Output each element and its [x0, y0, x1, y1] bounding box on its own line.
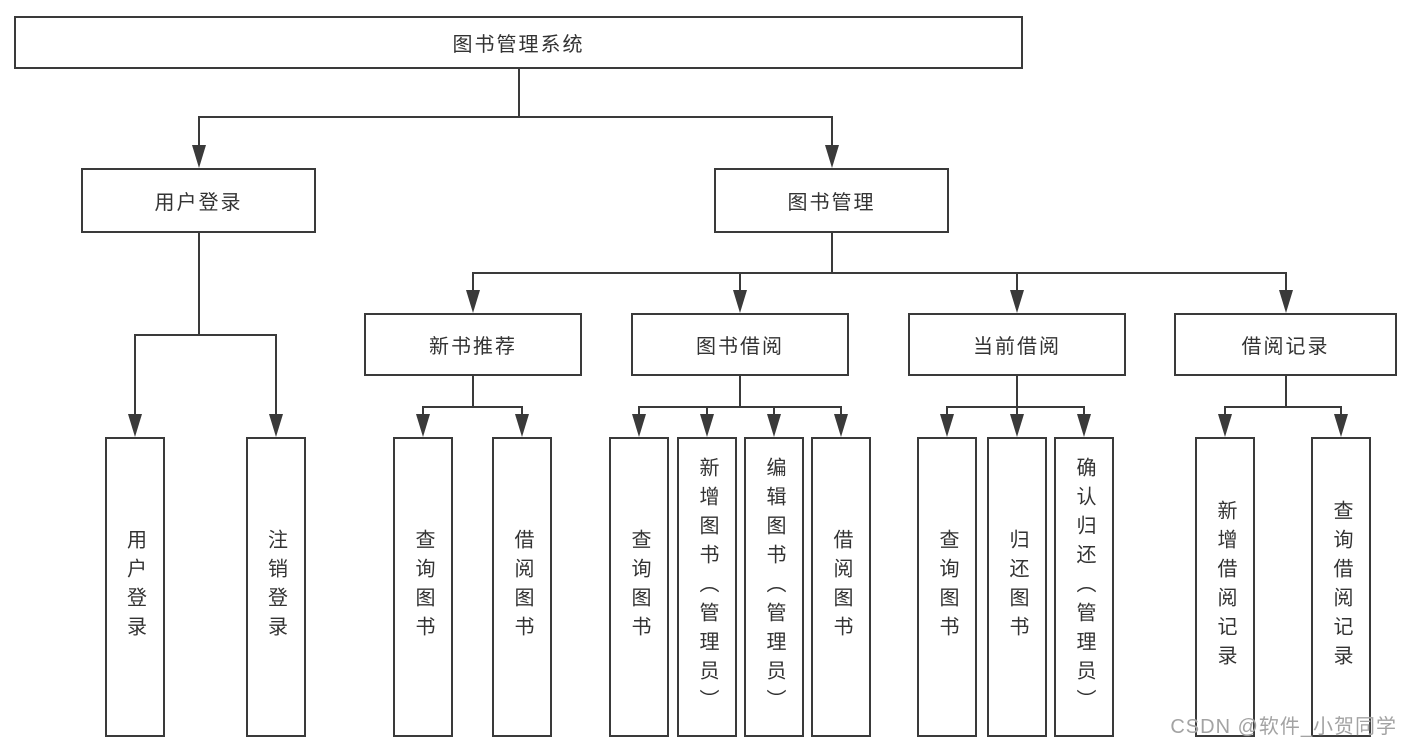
- connector-line: [840, 407, 842, 416]
- connector-line: [197, 117, 200, 147]
- node-book-mgmt: 图书管理: [714, 168, 949, 233]
- arrow-down-icon: [1334, 414, 1348, 437]
- node-label-leaf-borrow-book-2: 借阅图书: [830, 529, 852, 645]
- arrow-down-icon: [268, 414, 283, 437]
- connector-line: [739, 376, 741, 407]
- arrow-down-icon: [767, 414, 781, 437]
- arrow-down-icon: [824, 145, 839, 168]
- node-label-leaf-query-book-1: 查询图书: [412, 529, 434, 645]
- arrow-down-icon: [127, 414, 142, 437]
- node-leaf-query-book-3: 查询图书: [917, 437, 977, 737]
- connector-line: [472, 273, 474, 292]
- connector-line: [422, 407, 424, 416]
- arrow-down-icon: [700, 414, 714, 437]
- node-leaf-logout: 注销登录: [245, 437, 306, 737]
- arrow-down-icon: [834, 414, 848, 437]
- connector-line: [274, 335, 277, 416]
- node-label-user-login: 用户登录: [154, 192, 243, 214]
- node-root: 图书管理系统: [14, 16, 1023, 69]
- connector-line: [1284, 273, 1287, 292]
- connector-line: [472, 272, 1287, 274]
- node-label-book-borrow: 图书借阅: [696, 336, 784, 358]
- connector-line: [1284, 376, 1287, 407]
- arrow-down-icon: [1077, 414, 1091, 437]
- arrow-down-icon: [416, 414, 430, 437]
- arrow-down-icon: [940, 414, 954, 437]
- connector-line: [1224, 407, 1226, 416]
- connector-line: [1016, 273, 1018, 292]
- connector-line: [830, 117, 833, 147]
- node-label-leaf-query-borrow-record: 查询借阅记录: [1330, 500, 1352, 674]
- connector-line: [197, 233, 200, 335]
- connector-line: [1083, 407, 1085, 416]
- connector-line: [1016, 407, 1018, 416]
- node-label-leaf-add-borrow-record: 新增借阅记录: [1214, 500, 1236, 674]
- node-new-book-rec: 新书推荐: [364, 313, 582, 376]
- watermark: CSDN @软件_小贺同学: [1170, 716, 1397, 738]
- connector-line: [830, 233, 833, 273]
- arrow-down-icon: [733, 290, 747, 313]
- connector-line: [638, 407, 640, 416]
- node-label-leaf-edit-book: 编辑图书（管理员）: [763, 456, 785, 718]
- node-user-login: 用户登录: [81, 168, 316, 233]
- arrow-down-icon: [1010, 290, 1024, 313]
- node-leaf-user-login: 用户登录: [104, 437, 165, 737]
- arrow-down-icon: [1010, 414, 1024, 437]
- connector-line: [133, 334, 277, 336]
- node-leaf-borrow-book-2: 借阅图书: [811, 437, 871, 737]
- connector-line: [133, 335, 136, 416]
- arrow-down-icon: [466, 290, 480, 313]
- connector-line: [739, 273, 741, 292]
- connector-line: [1224, 406, 1342, 408]
- node-book-borrow: 图书借阅: [631, 313, 849, 376]
- arrow-down-icon: [1278, 290, 1293, 313]
- arrow-down-icon: [632, 414, 646, 437]
- node-label-leaf-query-book-3: 查询图书: [936, 529, 958, 645]
- node-leaf-add-book: 新增图书（管理员）: [677, 437, 737, 737]
- arrow-down-icon: [191, 145, 206, 168]
- node-leaf-borrow-book-1: 借阅图书: [492, 437, 552, 737]
- node-label-leaf-logout: 注销登录: [264, 529, 287, 645]
- node-label-new-book-rec: 新书推荐: [429, 336, 517, 358]
- node-label-leaf-borrow-book-1: 借阅图书: [511, 529, 533, 645]
- node-label-current-borrow: 当前借阅: [973, 336, 1061, 358]
- connector-line: [946, 406, 1085, 408]
- connector-line: [638, 406, 842, 408]
- connector-line: [773, 407, 775, 416]
- node-label-leaf-return-book: 归还图书: [1006, 529, 1028, 645]
- node-leaf-add-borrow-record: 新增借阅记录: [1195, 437, 1255, 737]
- node-borrow-records: 借阅记录: [1174, 313, 1397, 376]
- node-label-root: 图书管理系统: [452, 34, 585, 56]
- node-leaf-edit-book: 编辑图书（管理员）: [744, 437, 804, 737]
- node-label-borrow-records: 借阅记录: [1241, 336, 1330, 358]
- node-label-leaf-query-book-2: 查询图书: [628, 529, 650, 645]
- arrow-down-icon: [1218, 414, 1232, 437]
- node-label-leaf-confirm-return: 确认归还（管理员）: [1073, 456, 1095, 718]
- connector-line: [706, 407, 708, 416]
- connector-line: [1340, 407, 1342, 416]
- connector-line: [422, 406, 523, 408]
- node-label-leaf-user-login: 用户登录: [123, 529, 146, 645]
- connector-line: [521, 407, 523, 416]
- connector-line: [517, 69, 520, 117]
- connector-line: [946, 407, 948, 416]
- node-leaf-query-book-1: 查询图书: [393, 437, 453, 737]
- connector-line: [1016, 376, 1018, 407]
- node-current-borrow: 当前借阅: [908, 313, 1126, 376]
- connector-line: [472, 376, 474, 407]
- node-leaf-query-borrow-record: 查询借阅记录: [1311, 437, 1371, 737]
- node-label-book-mgmt: 图书管理: [787, 192, 876, 214]
- node-leaf-query-book-2: 查询图书: [609, 437, 669, 737]
- node-label-leaf-add-book: 新增图书（管理员）: [696, 456, 718, 718]
- connector-line: [197, 116, 833, 118]
- arrow-down-icon: [515, 414, 529, 437]
- node-leaf-return-book: 归还图书: [987, 437, 1047, 737]
- node-leaf-confirm-return: 确认归还（管理员）: [1054, 437, 1114, 737]
